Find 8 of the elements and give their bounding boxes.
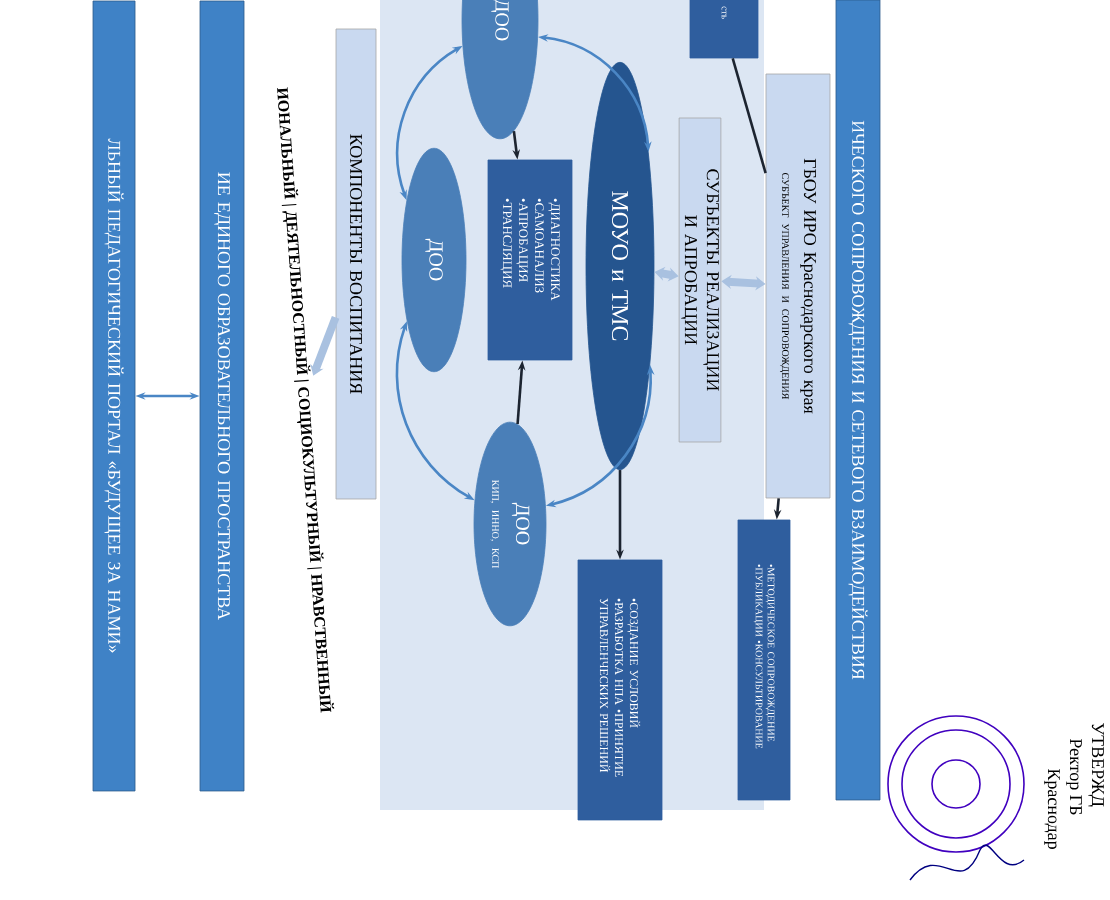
stamp-text: Краснодар: [1044, 768, 1060, 849]
banner-band: ИЧЕСКОГО СОПРОВОЖДЕНИЯ И СЕТЕВОГО ВЗАИМОДЕЙСТВИЯ: [835, 0, 881, 801]
banner-band: ЛЬНЫЙ ПЕДАГОГИЧЕСКИЙ ПОРТАЛ «БУДУЩЕЕ ЗА НАМИ»: [92, 0, 136, 792]
banner-band: ИЕ ЕДИНОГО ОБРАЗОВАТЕЛЬНОГО ПРОСТРАНСТВА: [199, 0, 245, 792]
stamp-text: Ректор ГБ: [1066, 738, 1082, 815]
stamp-text: УТВЕРЖД: [1088, 722, 1104, 807]
heading-box: КОМПОНЕНТЫ ВОСПИТАНИЯ: [335, 28, 377, 500]
heading-box: СУБЪЕКТЫ РЕАЛИЗАЦИИ И АПРОБАЦИИ: [678, 117, 722, 443]
